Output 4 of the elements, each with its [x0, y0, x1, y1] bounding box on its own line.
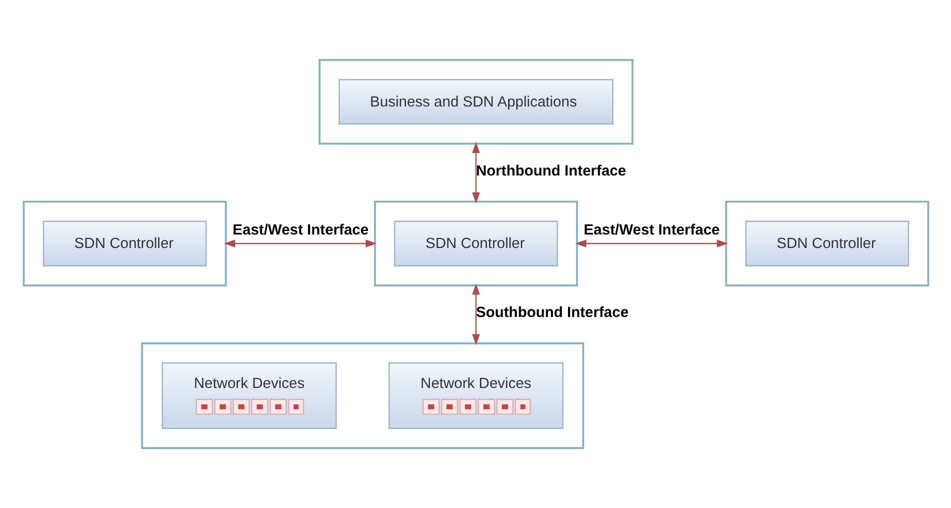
edge-label: Northbound Interface — [476, 163, 626, 180]
edge-label: East/West Interface — [232, 222, 368, 238]
edge-label: East/West Interface — [583, 222, 720, 238]
edge-label: Southbound Interface — [476, 304, 628, 321]
